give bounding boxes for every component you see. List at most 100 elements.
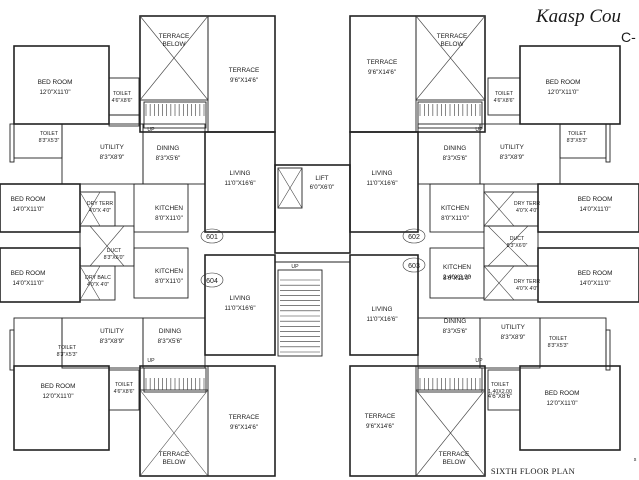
room-name: TOILET [40, 131, 59, 137]
room-name: TERRACE [437, 33, 468, 40]
flat-badges: 601 604 602 603 [200, 228, 426, 288]
room-name: DRY BALC [85, 275, 111, 281]
room-name: DRY TERR [514, 201, 540, 207]
right-wing-walls [349, 15, 639, 477]
room-label: BED ROOM 14'0"X11'0" [578, 196, 613, 213]
up-markers: UP UP UP UP UP [147, 127, 483, 364]
room-dimension: 9'6"X14'6" [230, 77, 258, 84]
room-dimension: 12'0"X11'0" [546, 400, 577, 407]
room-name: UTILITY [100, 144, 125, 151]
room-name: TOILET [115, 382, 134, 388]
room-label: LIVING 11'0"X16'6" [224, 295, 255, 312]
room-name: UTILITY [501, 324, 526, 331]
room-dimension: 12'0"X11'0" [42, 393, 73, 400]
room-label: BED ROOM 14'0"X11'0" [578, 270, 613, 287]
room-dimension: 8'3"X8'9" [100, 338, 125, 345]
core-walls [274, 164, 351, 357]
void-cross-marks [79, 15, 529, 477]
room-name: LIVING [372, 306, 393, 313]
room-dimension: 14'0"X11'0" [579, 280, 610, 287]
room-name: BED ROOM [38, 79, 73, 86]
room-name: KITCHEN [155, 268, 183, 275]
room-dimension: 8'3"X8'9" [500, 154, 525, 161]
room-name: KITCHEN [443, 264, 471, 271]
room-name: KITCHEN [441, 205, 469, 212]
room-dimension: 11'0"X16'6" [224, 180, 255, 187]
room-name: DRY TERR [514, 279, 540, 285]
room-dimension: 9'6"X14'6" [366, 423, 394, 430]
stair-up-marker: UP [291, 264, 299, 270]
room-dimension: 4'0"X 4'0" [516, 208, 538, 214]
room-name: BED ROOM [11, 196, 46, 203]
room-dimension: 4'0"X 4'0" [516, 286, 538, 292]
flat-602-badge: 602 [408, 234, 420, 241]
room-label: TERRACE 9'6"X14'6" [229, 67, 260, 84]
room-name: DINING [159, 328, 181, 335]
room-dimension: 8'3"X5'6" [443, 328, 468, 335]
room-dimension: 4'6"X8'6" [494, 98, 515, 104]
room-name: BED ROOM [578, 196, 613, 203]
room-dimension: 8'3"X5'3" [57, 352, 78, 358]
flat-603-badge: 603 [408, 263, 420, 270]
stair-up-marker: UP [147, 127, 155, 133]
project-block-label: C- [621, 29, 636, 45]
room-label: UTILITY 8'3"X8'9" [501, 324, 526, 341]
room-name: LIVING [230, 295, 251, 302]
room-dimension: 8'3"X6'0" [507, 243, 528, 249]
room-label: UTILITY 8'3"X8'9" [100, 328, 125, 345]
room-dimension: 8'3"X5'6" [158, 338, 183, 345]
room-name: BELOW [162, 459, 186, 466]
room-dimension: 8'3"X5'6" [156, 155, 181, 162]
stair-up-marker: UP [475, 127, 483, 133]
room-name: DINING [444, 145, 466, 152]
left-wing-walls [0, 15, 276, 477]
room-dimension: 8'3"X5'3" [567, 138, 588, 144]
room-dimension: 8'3"X5'3" [39, 138, 60, 144]
room-name: TERRACE [229, 67, 260, 74]
flat-601-badge: 601 [206, 234, 218, 241]
room-dimension: 4'0"X 4'0" [87, 282, 109, 288]
room-name: TOILET [58, 345, 77, 351]
stair-treads [145, 104, 481, 390]
room-name: TERRACE [367, 59, 398, 66]
room-name: BED ROOM [578, 270, 613, 277]
room-dimension: 1.40X2.00 [488, 389, 512, 395]
room-dimension: 14'0"X11'0" [579, 206, 610, 213]
room-dimension: 8'3"X8'9" [501, 334, 526, 341]
room-name: TERRACE [439, 451, 470, 458]
room-name: BELOW [440, 41, 464, 48]
lift-name: LIFT [315, 175, 328, 182]
room-name: TERRACE [229, 414, 260, 421]
room-dimension: 11'0"X16'6" [366, 316, 397, 323]
room-name: UTILITY [100, 328, 125, 335]
stair-up-marker: UP [147, 358, 155, 364]
room-name: DUCT [107, 248, 122, 254]
room-name: LIVING [230, 170, 251, 177]
room-name: BED ROOM [11, 270, 46, 277]
room-dimension: 4'0"X 4'0" [89, 208, 111, 214]
room-name: TOILET [113, 91, 132, 97]
room-dimension: 11'0"X16'6" [224, 305, 255, 312]
room-name: LIVING [372, 170, 393, 177]
